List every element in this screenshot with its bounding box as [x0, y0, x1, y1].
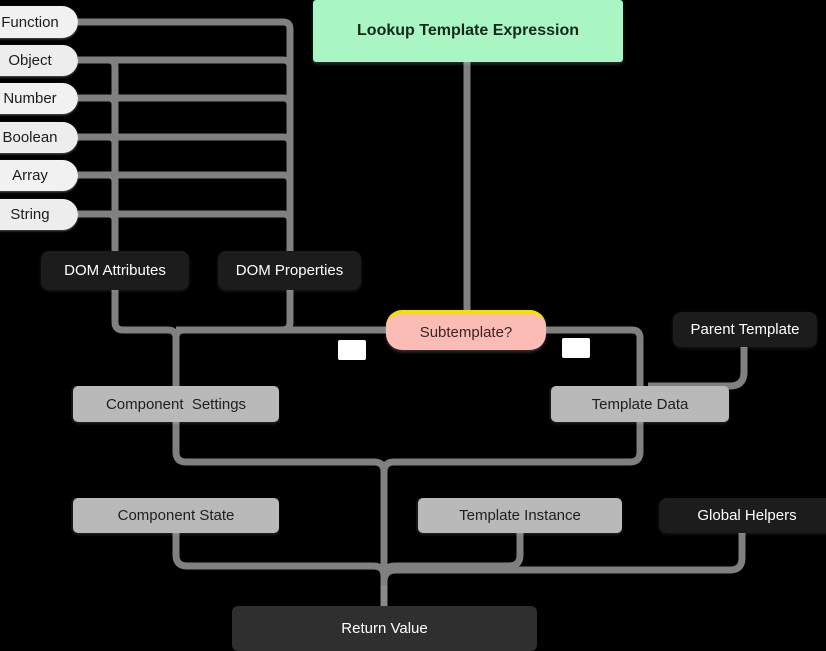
node-label: Component State [117, 507, 235, 524]
type-pill-label: String [10, 206, 50, 223]
component-settings-node[interactable]: Component Settings [73, 386, 279, 422]
node-label: Return Value [341, 620, 428, 637]
global-helpers-node[interactable]: Global Helpers [659, 498, 826, 533]
lookup-template-expression-node[interactable]: Lookup Template Expression [313, 0, 623, 62]
type-pill-number[interactable]: Number [0, 83, 78, 114]
edge-label-right [562, 338, 590, 358]
template-instance-node[interactable]: Template Instance [418, 498, 622, 533]
type-pill-array[interactable]: Array [0, 160, 78, 191]
type-pill-object[interactable]: Object [0, 45, 78, 76]
type-pill-label: Object [8, 52, 52, 69]
template-data-node[interactable]: Template Data [551, 386, 729, 422]
type-pill-label: Function [1, 13, 59, 31]
node-label: DOM Properties [235, 262, 344, 279]
node-label: Global Helpers [697, 507, 797, 524]
type-pill-label: Boolean [2, 129, 58, 146]
edge-label-left [338, 340, 366, 360]
dom-properties-node[interactable]: DOM Properties [218, 251, 361, 290]
type-pill-string[interactable]: String [0, 199, 78, 230]
type-pill-label: Array [12, 167, 48, 184]
node-label: DOM Attributes [64, 262, 166, 279]
subtemplate-decision-node[interactable]: Subtemplate? [386, 310, 546, 350]
return-value-node[interactable]: Return Value [232, 606, 537, 651]
component-state-node[interactable]: Component State [73, 498, 279, 533]
node-label: Template Instance [459, 507, 581, 524]
node-label: Lookup Template Expression [357, 22, 579, 39]
dom-attributes-node[interactable]: DOM Attributes [41, 251, 189, 290]
node-label: Template Data [591, 395, 689, 413]
node-label: Subtemplate? [419, 323, 513, 341]
type-pill-function[interactable]: Function [0, 6, 78, 38]
node-label: Component Settings [105, 395, 247, 413]
type-pill-label: Number [3, 90, 57, 107]
parent-template-node[interactable]: Parent Template [673, 312, 817, 347]
node-label: Parent Template [690, 321, 800, 338]
type-pill-boolean[interactable]: Boolean [0, 122, 78, 153]
